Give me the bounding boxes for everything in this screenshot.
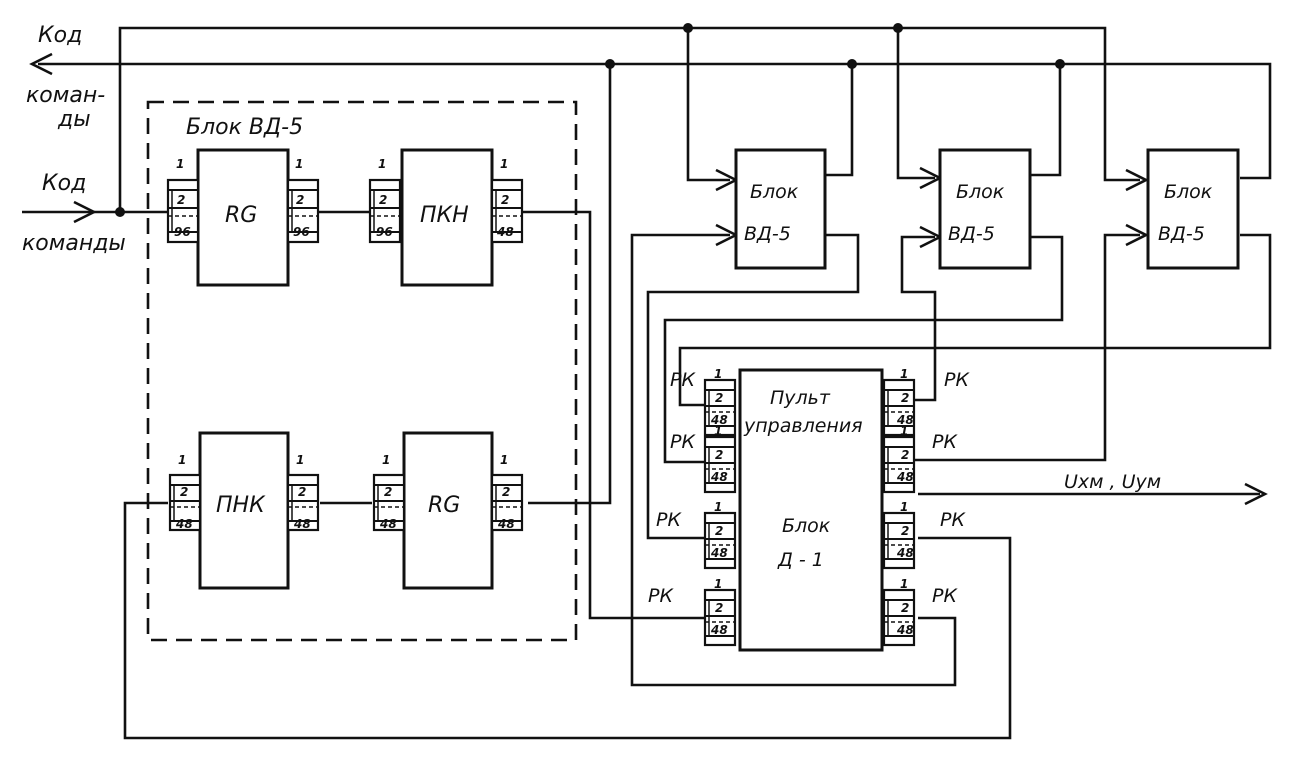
pin-label: 48 xyxy=(896,413,914,427)
code-in-label-2: команды xyxy=(22,231,126,256)
rk-label-left-2: РК xyxy=(670,431,696,453)
pin-label: 1 xyxy=(900,500,908,514)
pin-label: 1 xyxy=(714,577,722,591)
pin-label: 2 xyxy=(901,524,909,538)
rg-bottom-block: RG 1 2 48 1 2 48 xyxy=(372,431,524,590)
rk-label-left-3: РК xyxy=(656,509,682,531)
vd5-block-1-line-1: Блок xyxy=(750,181,799,203)
pin-label: 2 xyxy=(715,391,723,405)
pin-label: 2 xyxy=(501,193,509,207)
vd5-block-2: Блок ВД-5 xyxy=(938,148,1032,270)
pin-label: 48 xyxy=(710,546,728,560)
rk-label-left-4: РК xyxy=(648,585,674,607)
pin-label: 96 xyxy=(293,225,310,239)
pin-label: 48 xyxy=(175,517,193,531)
pin-label: 2 xyxy=(715,524,723,538)
pin-label: 2 xyxy=(502,485,510,499)
pin-label: 1 xyxy=(382,453,390,467)
pin-label: 2 xyxy=(298,485,306,499)
pkn-label: ПКН xyxy=(420,203,469,228)
vd5-block-1-line-2: ВД-5 xyxy=(744,223,791,245)
control-panel-block: Пульт управления Блок Д - 1 1 2 48 1 2 4… xyxy=(703,367,916,652)
pin-label: 96 xyxy=(174,225,191,239)
pin-label: 1 xyxy=(714,367,722,381)
pin-label: 2 xyxy=(901,448,909,462)
code-out-label-1: Код xyxy=(38,23,82,48)
pin-label: 1 xyxy=(378,157,386,171)
panel-line-4: Д - 1 xyxy=(777,549,824,571)
vd5-block-3-line-1: Блок xyxy=(1164,181,1213,203)
rg-bottom-label: RG xyxy=(428,493,460,518)
pin-label: 48 xyxy=(896,623,914,637)
rk-label-left-1: РК xyxy=(670,369,696,391)
pin-label: 2 xyxy=(177,193,185,207)
pin-label: 96 xyxy=(376,225,393,239)
rg-top-block: RG 1 2 96 1 2 96 xyxy=(166,148,320,287)
pin-label: 1 xyxy=(500,157,508,171)
pin-label: 1 xyxy=(714,500,722,514)
pin-label: 2 xyxy=(715,448,723,462)
pin-label: 1 xyxy=(176,157,184,171)
pin-label: 48 xyxy=(293,517,311,531)
pin-label: 1 xyxy=(714,424,722,438)
pin-label: 2 xyxy=(901,391,909,405)
vd5-block-3: Блок ВД-5 xyxy=(1146,148,1240,270)
vd5-group-boundary xyxy=(146,100,578,642)
pin-label: 1 xyxy=(500,453,508,467)
pin-label: 1 xyxy=(900,424,908,438)
panel-line-1: Пульт xyxy=(770,387,831,409)
rk-label-right-3: РК xyxy=(940,509,966,531)
vd5-block-3-line-2: ВД-5 xyxy=(1158,223,1205,245)
pin-label: 2 xyxy=(379,193,387,207)
pnk-label: ПНК xyxy=(216,493,266,518)
pin-label: 2 xyxy=(180,485,188,499)
rg-top-label: RG xyxy=(225,203,257,228)
pin-label: 48 xyxy=(496,225,514,239)
code-out-label-2: коман- xyxy=(26,83,105,108)
pin-label: 1 xyxy=(295,157,303,171)
rk-label-right-2: РК xyxy=(932,431,958,453)
pin-label: 1 xyxy=(900,367,908,381)
pin-label: 2 xyxy=(715,601,723,615)
pin-label: 48 xyxy=(896,470,914,484)
pin-label: 48 xyxy=(497,517,515,531)
rk-labels: РК РК РК РК РК РК РК РК xyxy=(648,369,970,607)
vd5-block-2-line-1: Блок xyxy=(956,181,1005,203)
pin-label: 48 xyxy=(710,623,728,637)
wires xyxy=(22,26,1272,740)
pin-label: 2 xyxy=(384,485,392,499)
rk-label-right-1: РК xyxy=(944,369,970,391)
pin-label: 1 xyxy=(900,577,908,591)
pin-label: 2 xyxy=(296,193,304,207)
code-in-label-1: Код xyxy=(42,171,86,196)
pnk-block: ПНК 1 2 48 1 2 48 xyxy=(168,431,320,590)
code-out-label-3: ды xyxy=(57,107,91,132)
pin-label: 48 xyxy=(896,546,914,560)
vd5-block-2-line-2: ВД-5 xyxy=(948,223,995,245)
group-title: Блок ВД-5 xyxy=(186,115,303,140)
vd5-block-1: Блок ВД-5 xyxy=(734,148,827,270)
junction-dots xyxy=(115,23,1065,217)
output-label: Uхм , Uум xyxy=(1064,471,1161,493)
panel-line-3: Блок xyxy=(782,515,831,537)
pin-label: 48 xyxy=(710,413,728,427)
pin-label: 1 xyxy=(178,453,186,467)
pin-label: 48 xyxy=(710,470,728,484)
pkn-block: ПКН 1 2 96 1 2 48 xyxy=(368,148,524,287)
rk-label-right-4: РК xyxy=(932,585,958,607)
pin-label: 2 xyxy=(901,601,909,615)
pin-label: 1 xyxy=(296,453,304,467)
panel-line-2: управления xyxy=(743,415,863,437)
pin-label: 48 xyxy=(379,517,397,531)
